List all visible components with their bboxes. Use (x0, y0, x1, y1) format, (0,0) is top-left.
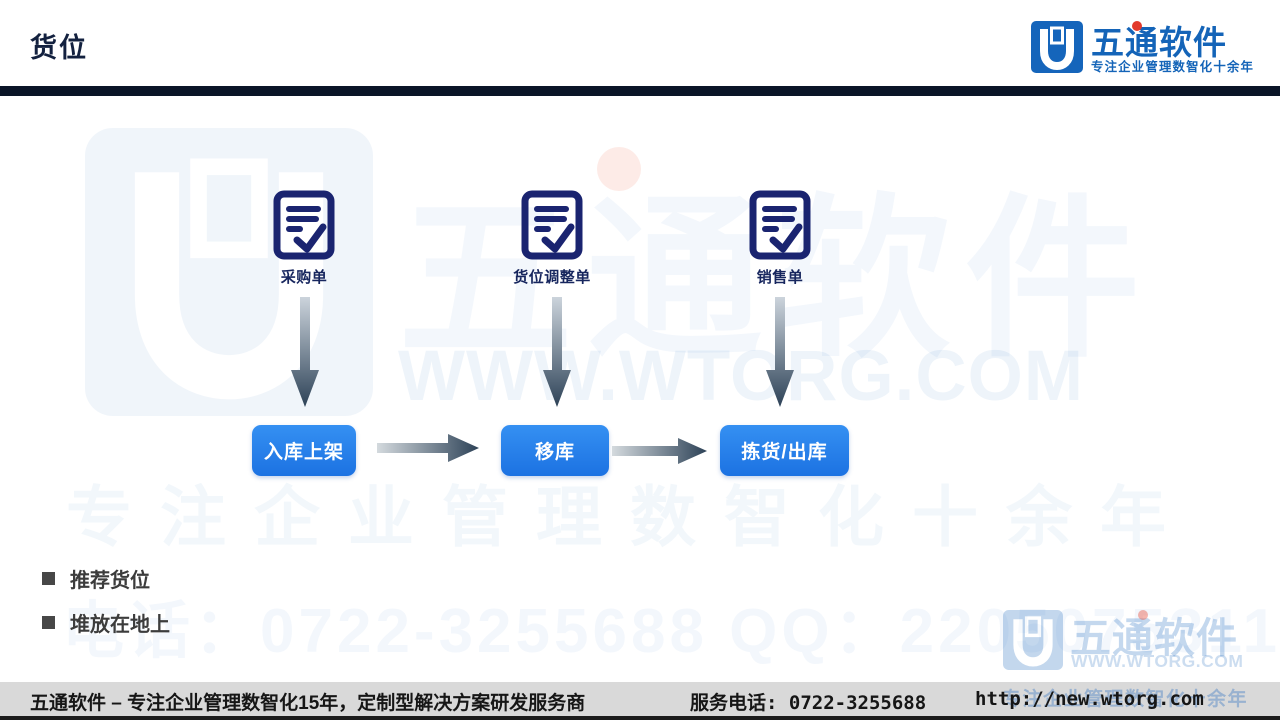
doc-label-purchase-order: 采购单 (280, 269, 328, 286)
footer-bar (0, 682, 1280, 716)
square-bullet-icon (42, 616, 55, 629)
header-divider (0, 86, 1280, 96)
watermark-url-text: WWW.WTORG.COM (398, 337, 1085, 416)
footer-company-line: 五通软件 – 专注企业管理数智化15年，定制型解决方案研发服务商 (30, 693, 586, 714)
document-check-icon (272, 189, 336, 266)
footer-bottom-edge (0, 716, 1280, 720)
doc-label-location-adjust-order: 货位调整单 (513, 269, 591, 286)
document-check-icon (520, 189, 584, 266)
page-title: 货位 (30, 33, 88, 63)
watermark-red-dot (597, 147, 641, 191)
corner-watermark-red-dot (1138, 610, 1148, 620)
right-arrow-icon (377, 433, 480, 468)
company-logo-icon (1031, 21, 1083, 78)
square-bullet-icon (42, 572, 55, 585)
bullet-text: 堆放在地上 (70, 614, 170, 636)
bullet-item: 推荐货位 (42, 564, 150, 593)
document-check-icon (748, 189, 812, 266)
doc-label-sales-order: 销售单 (756, 269, 804, 286)
bullet-item: 堆放在地上 (42, 608, 170, 637)
corner-watermark-logo-icon (1003, 610, 1063, 675)
flow-step-pick-outbound: 拣货/出库 (720, 425, 849, 476)
right-arrow-icon (612, 437, 708, 470)
down-arrow-icon (290, 297, 320, 412)
watermark-contact-text: 电话：0722-3255688 QQ：2205075311 (62, 597, 1280, 666)
bullet-text: 推荐货位 (70, 570, 150, 592)
corner-watermark-brand: 五通软件 (1070, 615, 1238, 661)
company-logo-name: 五通软件 (1091, 24, 1227, 61)
watermark-tagline-text: 专注企业管理数智化十余年 (66, 480, 1194, 554)
footer-website-url: http://new.wtorg.com (975, 688, 1204, 710)
corner-watermark-url: WWW.WTORG.COM (1071, 651, 1244, 671)
flow-step-move: 移库 (501, 425, 609, 476)
down-arrow-icon (765, 297, 795, 412)
company-logo-tagline: 专注企业管理数智化十余年 (1091, 60, 1255, 74)
logo-red-dot (1132, 21, 1142, 31)
footer-service-phone: 服务电话: 0722-3255688 (690, 692, 927, 714)
down-arrow-icon (542, 297, 572, 412)
flow-step-putaway: 入库上架 (252, 425, 356, 476)
